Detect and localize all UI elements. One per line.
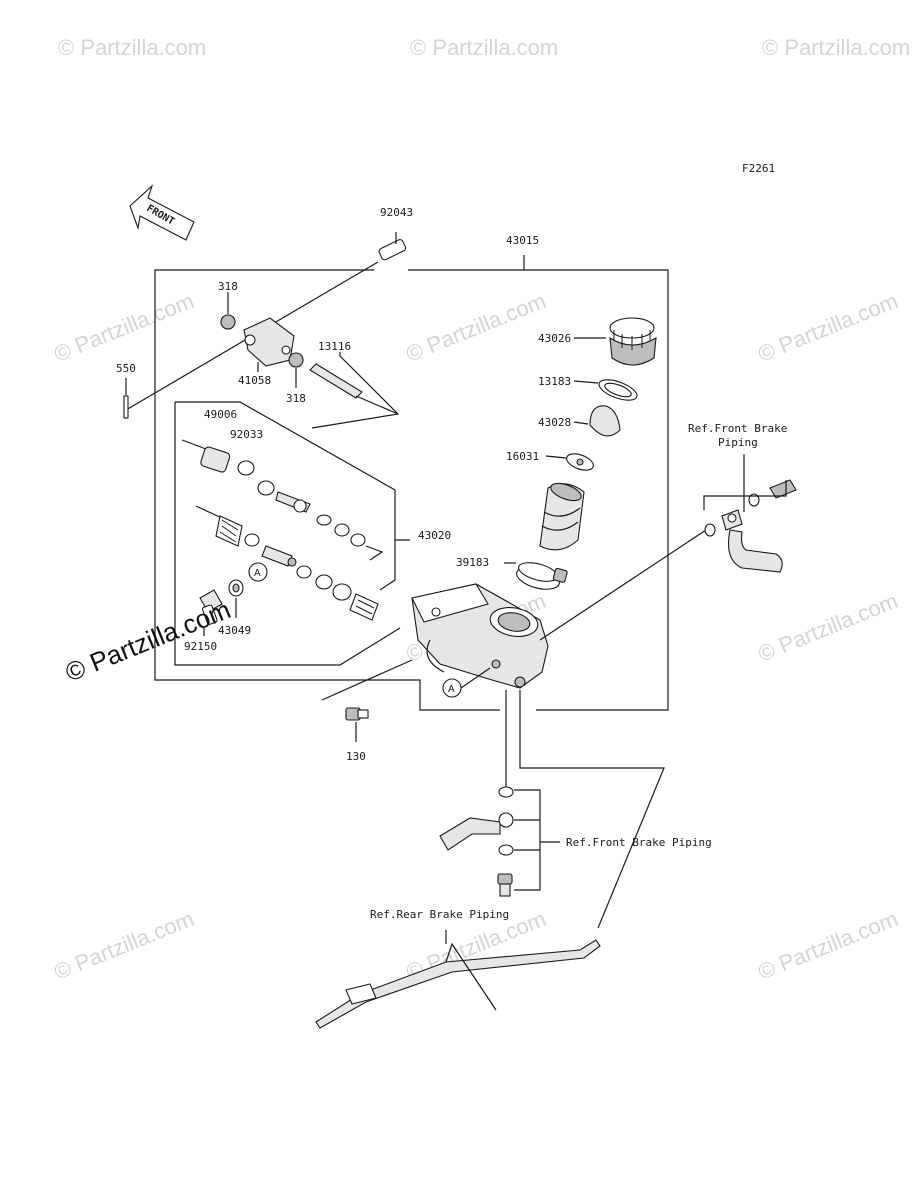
ref-front-brake-piping-top-line1: Ref.Front Brake bbox=[688, 422, 787, 435]
ref-front-brake-piping-lower: Ref.Front Brake Piping bbox=[566, 836, 712, 849]
ref-rear-brake-piping: Ref.Rear Brake Piping bbox=[370, 908, 509, 921]
diagram-code: F2261 bbox=[742, 162, 775, 175]
clevis-41058 bbox=[243, 317, 295, 372]
assembly-bracket-43015 bbox=[154, 255, 669, 711]
part-label-16031: 16031 bbox=[506, 450, 539, 463]
diaphragm-43028 bbox=[573, 405, 621, 437]
watermark: © Partzilla.com bbox=[755, 906, 902, 985]
ref-marker-a: A bbox=[248, 562, 268, 582]
part-label-43026: 43026 bbox=[538, 332, 571, 345]
ref-front-brake-piping-top-line2: Piping bbox=[718, 436, 758, 449]
ref-marker-a: A bbox=[442, 667, 491, 698]
part-label-92150: 92150 bbox=[184, 640, 217, 653]
part-label-43015: 43015 bbox=[506, 234, 539, 247]
piston-kit-upper-row bbox=[181, 439, 384, 561]
part-label-550: 550 bbox=[116, 362, 136, 375]
watermark: © Partzilla.com bbox=[51, 906, 198, 985]
part-label-49006: 49006 bbox=[204, 408, 237, 421]
part-label-92043: 92043 bbox=[380, 206, 413, 219]
watermark: © Partzilla.com bbox=[762, 35, 910, 60]
diaphragm-plate-13183 bbox=[573, 379, 638, 401]
watermark: © Partzilla.com bbox=[755, 288, 902, 367]
part-labels: 92043 43015 318 41058 318 13116 550 4302… bbox=[116, 206, 571, 763]
reference-labels: Ref.Front Brake Piping Ref.Front Brake P… bbox=[370, 422, 787, 921]
part-label-318-lower: 318 bbox=[286, 392, 306, 405]
part-label-39183: 39183 bbox=[456, 556, 489, 569]
part-label-318-upper: 318 bbox=[218, 280, 238, 293]
washer-43049 bbox=[228, 579, 244, 618]
cotter-pin-550 bbox=[123, 378, 129, 419]
watermark: © Partzilla.com bbox=[51, 288, 198, 367]
bolt-92150 bbox=[199, 589, 223, 636]
front-direction-arrow: FRONT bbox=[129, 184, 195, 241]
piston-kit-lower-row bbox=[195, 505, 379, 621]
svg-text:A: A bbox=[448, 684, 455, 695]
part-label-43049: 43049 bbox=[218, 624, 251, 637]
bolt-130 bbox=[321, 659, 413, 742]
float-16031 bbox=[545, 453, 594, 471]
nut-318-lower bbox=[288, 352, 304, 388]
watermark: © Partzilla.com bbox=[403, 288, 550, 367]
rear-brake-piping bbox=[315, 930, 601, 1029]
watermark: © Partzilla.com bbox=[755, 588, 902, 667]
part-label-130: 130 bbox=[346, 750, 366, 763]
push-rod-13116 bbox=[309, 352, 400, 429]
reservoir-body bbox=[539, 482, 585, 551]
hose-clamp-39183 bbox=[504, 562, 568, 590]
part-label-43028: 43028 bbox=[538, 416, 571, 429]
svg-text:A: A bbox=[254, 568, 261, 579]
front-brake-piping-top bbox=[539, 454, 797, 641]
master-cylinder-body bbox=[411, 583, 549, 689]
part-label-13183: 13183 bbox=[538, 375, 571, 388]
watermarks: © Partzilla.com © Partzilla.com © Partzi… bbox=[51, 35, 911, 985]
part-label-41058: 41058 bbox=[238, 374, 271, 387]
assembly-bracket-43020 bbox=[174, 401, 410, 666]
watermark: © Partzilla.com bbox=[58, 35, 206, 60]
watermark: © Partzilla.com bbox=[410, 35, 558, 60]
part-label-13116: 13116 bbox=[318, 340, 351, 353]
reservoir-cap-43026 bbox=[574, 317, 657, 366]
nut-318-upper bbox=[220, 292, 236, 330]
part-label-92033: 92033 bbox=[230, 428, 263, 441]
part-label-43020: 43020 bbox=[418, 529, 451, 542]
front-brake-piping-lower bbox=[439, 690, 665, 929]
